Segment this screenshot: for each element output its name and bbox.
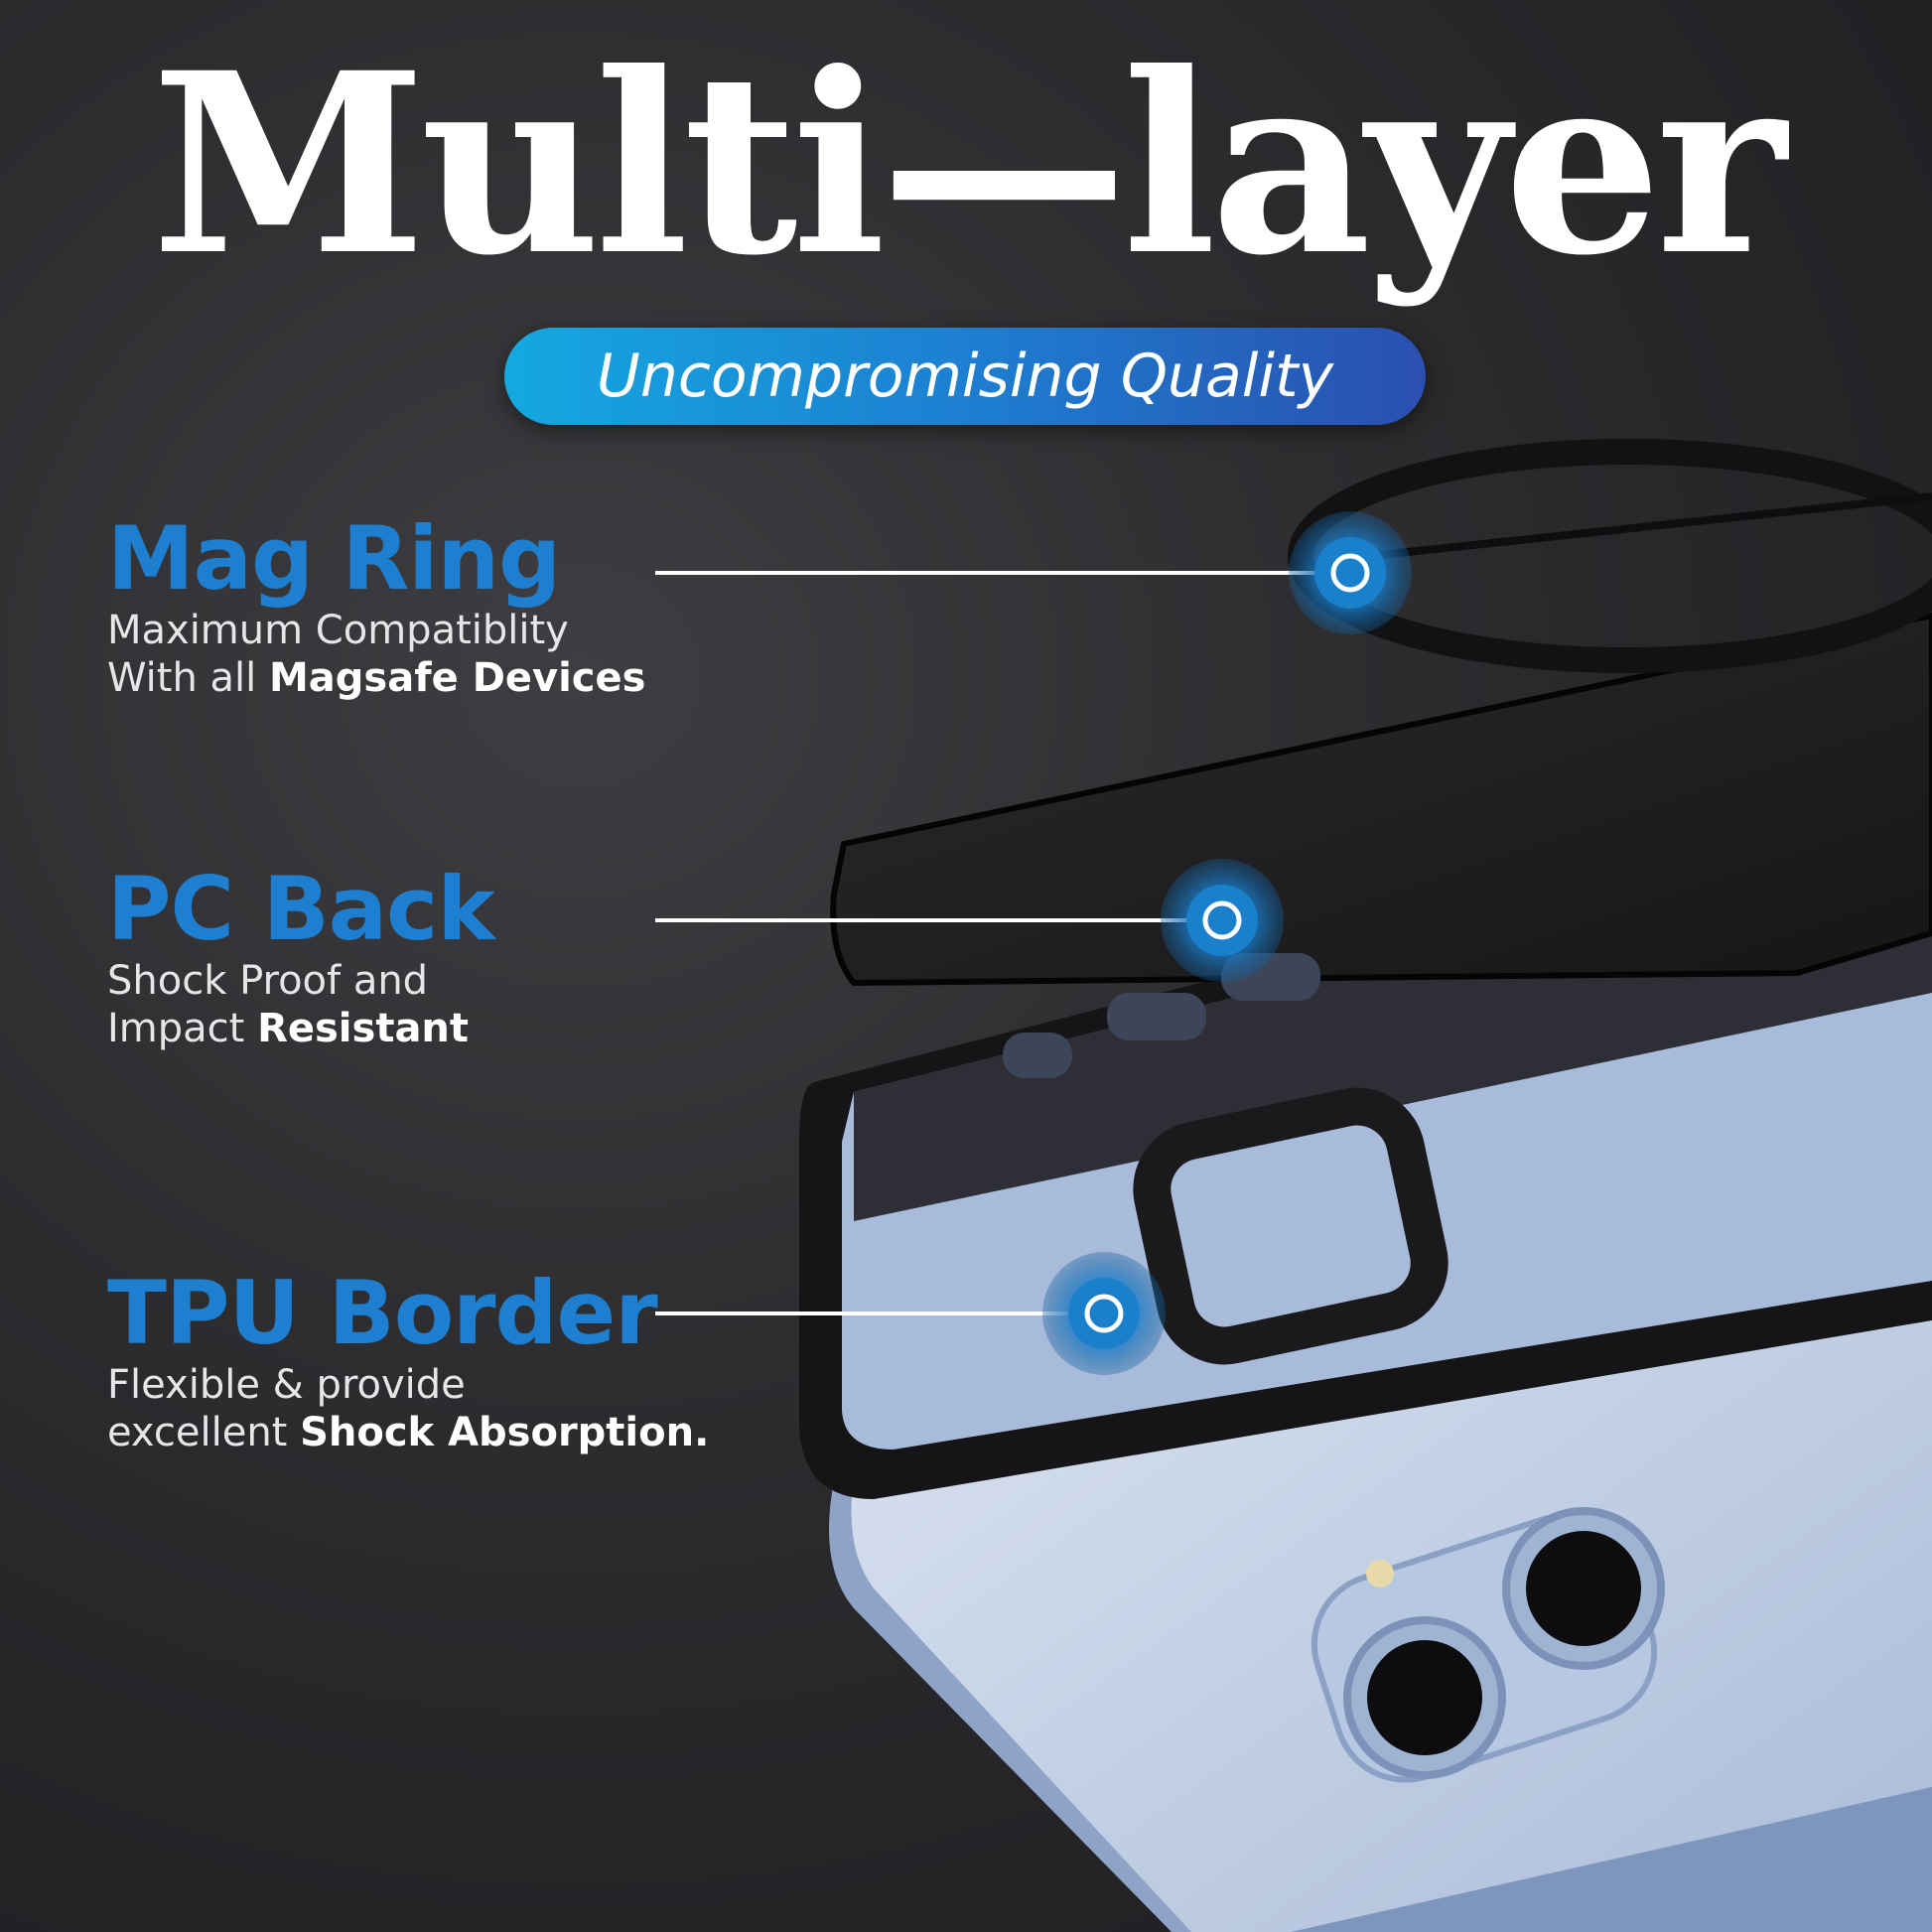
- feature-title: Mag Ring: [107, 507, 561, 610]
- feature-title: PC Back: [107, 858, 495, 960]
- tagline-text: Uncompromising Quality: [596, 342, 1334, 411]
- camera-module: [1311, 1507, 1665, 1783]
- callout-dot-icon: [1042, 1252, 1166, 1375]
- callout-dot-icon: [1289, 511, 1412, 634]
- feature-desc-bold: Resistant: [257, 1006, 470, 1051]
- feature-tpu-border: TPU Border Flexible & provide excellent …: [107, 1266, 709, 1456]
- feature-desc-line2: excellent Shock Absorption.: [107, 1409, 709, 1456]
- feature-desc-line1: Shock Proof and: [107, 958, 429, 1004]
- feature-title: TPU Border: [107, 1262, 658, 1364]
- feature-desc-line1: Flexible & provide: [107, 1362, 466, 1408]
- feature-desc-plain: With all: [107, 655, 269, 701]
- feature-desc-bold: Magsafe Devices: [269, 655, 646, 701]
- feature-desc-plain: excellent: [107, 1410, 301, 1455]
- feature-desc-plain: Impact: [107, 1006, 258, 1051]
- feature-pc-back: PC Back Shock Proof and Impact Resistant: [107, 858, 495, 1052]
- pc-back-layer: [830, 612, 1932, 1078]
- headline-title: Multi—layer: [151, 18, 1787, 310]
- feature-desc-line2: Impact Resistant: [107, 1005, 494, 1052]
- callout-dot-icon: [1161, 859, 1284, 982]
- feature-desc-bold: Shock Absorption.: [300, 1410, 710, 1455]
- feature-desc-line1: Maximum Compatiblity: [107, 608, 569, 653]
- feature-mag-ring: Mag Ring Maximum Compatiblity With all M…: [107, 511, 645, 702]
- feature-desc-line2: With all Magsafe Devices: [107, 654, 645, 702]
- tagline-pill: Uncompromising Quality: [504, 328, 1426, 425]
